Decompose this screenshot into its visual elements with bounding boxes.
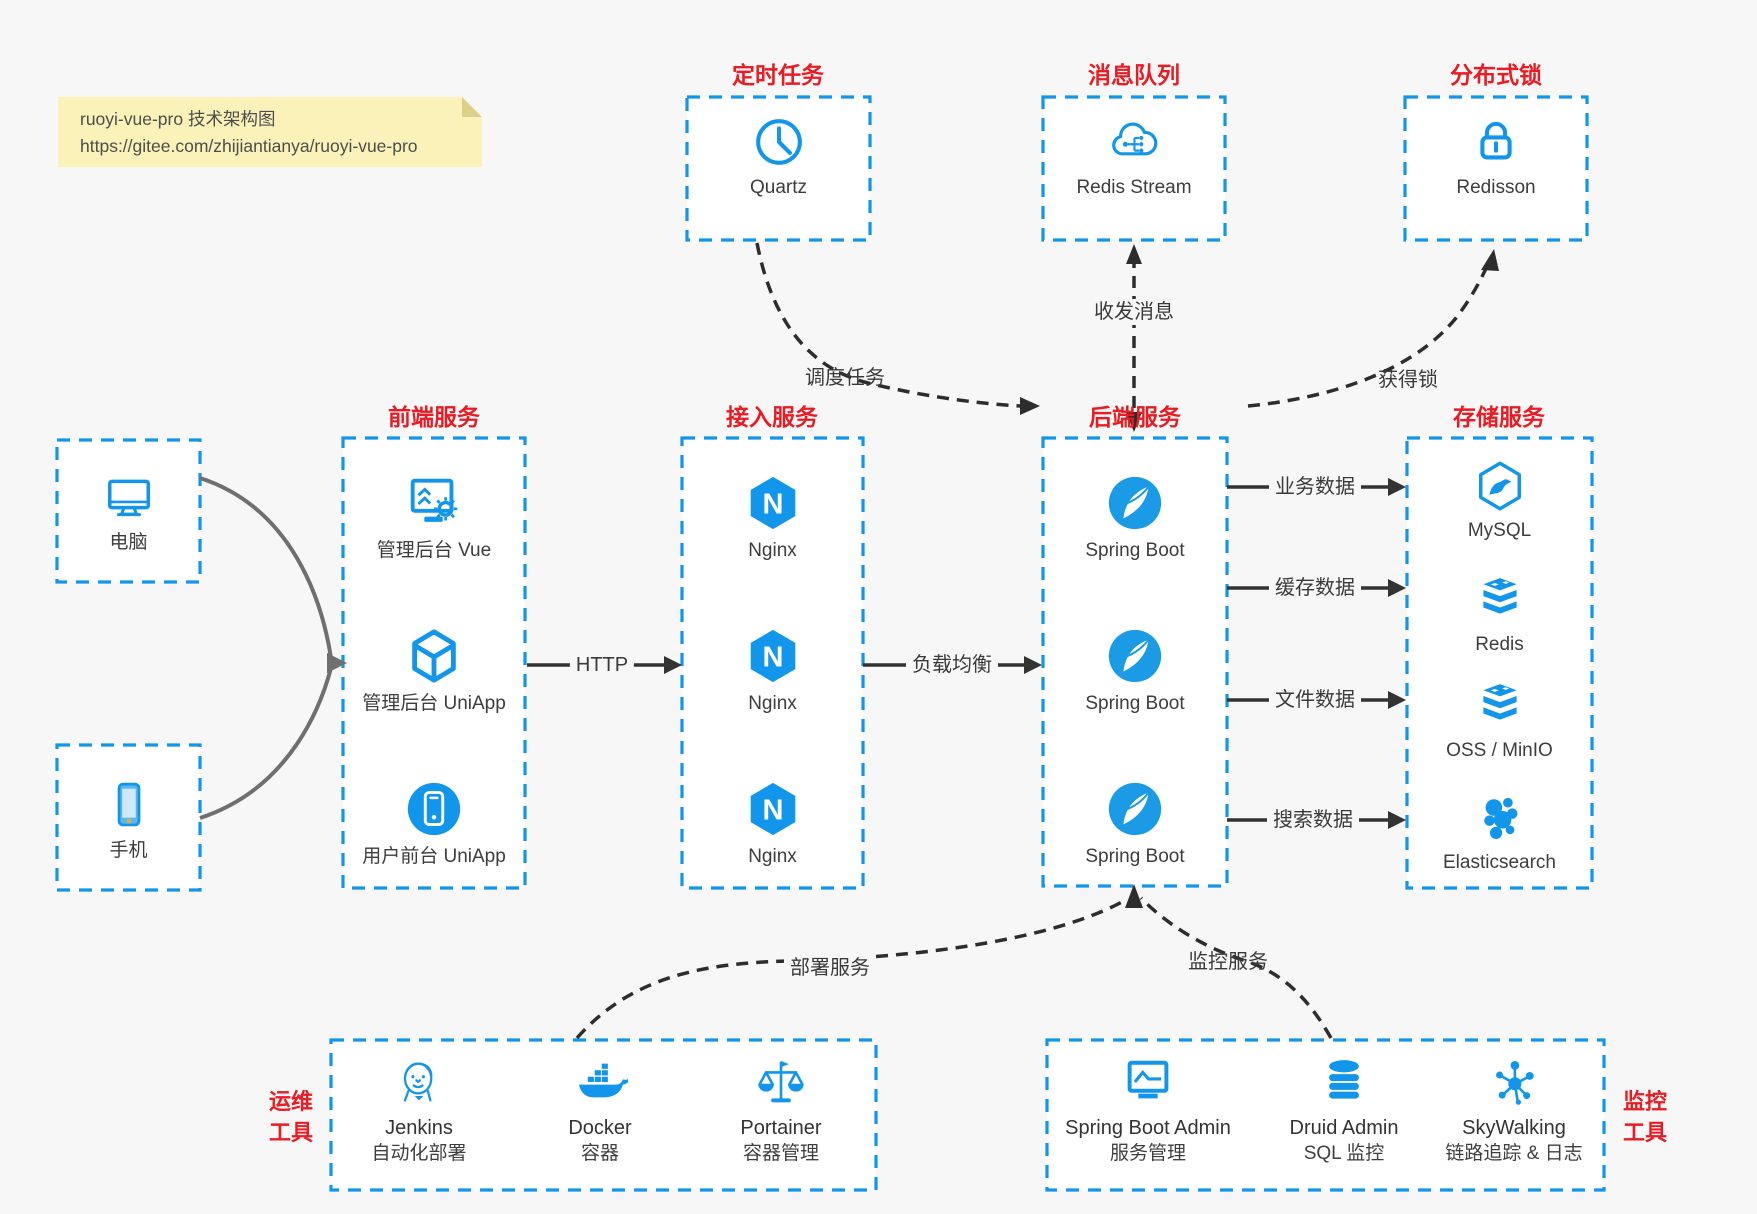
title-mq: 消息队列 [1088,62,1180,88]
lock-group-box [1403,95,1589,242]
node-redis: Redis [1407,572,1592,656]
skywalking-icon [1496,1061,1534,1105]
node-spring-3: Spring Boot [1043,778,1227,868]
title-backend: 后端服务 [1089,404,1181,430]
node-redis-stream: Redis Stream [1043,113,1225,199]
spring-boot-icon [1108,629,1162,683]
node-pc: 电脑 [57,470,200,554]
cloud-stream-icon [1112,122,1158,156]
label-cache-data: 缓存数据 [1269,575,1361,601]
title-gateway: 接入服务 [726,404,818,430]
elasticsearch-icon [1483,797,1517,839]
svg-text:N: N [762,642,783,674]
label-biz-data: 业务数据 [1269,474,1361,500]
label-deploy: 部署服务 [784,955,876,981]
node-druid-admin: Druid Admin SQL 监控 [1249,1054,1439,1166]
node-spring-boot-admin: Spring Boot Admin 服务管理 [1053,1054,1243,1166]
admin-vue-icon [410,478,458,522]
schedule-task-flow [755,242,1040,415]
node-oss-minio: OSS / MinIO [1407,678,1592,762]
acquire-lock-flow [1247,249,1499,408]
title-frontend: 前端服务 [388,404,480,430]
device-to-frontend-arrows [199,476,347,820]
desktop-icon [107,479,150,517]
node-admin-uniapp: 管理后台 UniApp [343,625,525,715]
node-jenkins: Jenkins 自动化部署 [334,1054,504,1166]
label-load-balance: 负载均衡 [906,652,998,678]
spring-boot-icon [1108,782,1162,836]
label-search-data: 搜索数据 [1267,807,1359,833]
cube-icon [412,629,456,683]
node-portainer: Portainer 容器管理 [696,1054,866,1166]
nginx-icon: N [750,476,795,530]
node-mysql: MySQL [1407,458,1592,542]
monitor-side-label: 监控 工具 [1622,1089,1667,1145]
jenkins-icon [403,1062,433,1102]
node-redisson: Redisson [1405,113,1587,199]
clock-icon [755,119,802,165]
node-skywalking: SkyWalking 链路追踪 & 日志 [1419,1054,1609,1166]
label-schedule-task: 调度任务 [805,367,885,389]
node-quartz: Quartz [687,113,870,199]
node-admin-vue: 管理后台 Vue [343,472,525,562]
title-storage: 存储服务 [1453,404,1545,430]
label-http: HTTP [569,652,635,678]
redis-icon [1482,578,1517,614]
label-file-data: 文件数据 [1269,687,1361,713]
node-spring-1: Spring Boot [1043,472,1227,562]
node-user-uniapp: 用户前台 UniApp [343,778,525,868]
note-text: ruoyi-vue-pro 技术架构图 https://gitee.com/zh… [58,97,482,167]
portainer-icon [758,1061,804,1103]
node-nginx-2: N Nginx [682,625,863,715]
node-nginx-3: N Nginx [682,778,863,868]
node-phone: 手机 [57,776,200,862]
sticky-note [58,97,482,167]
smartphone-icon [117,782,140,827]
title-lock: 分布式锁 [1450,62,1542,88]
label-message: 收发消息 [1088,299,1180,325]
ops-side-label: 运维 工具 [268,1089,313,1145]
nginx-icon: N [750,782,795,836]
message-flow [1126,244,1142,432]
label-monitor-svc: 监控服务 [1188,951,1268,973]
pc-box [55,438,202,584]
svg-text:N: N [762,795,783,827]
spring-boot-icon [1108,476,1162,530]
title-scheduler: 定时任务 [732,62,824,88]
node-docker: Docker 容器 [515,1054,685,1166]
node-spring-2: Spring Boot [1043,625,1227,715]
note-title: ruoyi-vue-pro 技术架构图 [80,109,276,129]
docker-icon [579,1063,628,1098]
node-elasticsearch: Elasticsearch [1407,790,1592,874]
note-url: https://gitee.com/zhijiantianya/ruoyi-vu… [80,136,418,156]
mq-group-box [1041,95,1227,242]
svg-text:N: N [762,489,783,521]
druid-icon [1329,1060,1359,1099]
lock-icon [1480,121,1512,160]
mysql-icon [1478,461,1521,511]
mobile-app-icon [407,782,461,836]
oss-minio-icon [1482,684,1517,720]
nginx-icon: N [750,629,795,683]
monitor-flow [1125,884,1333,1039]
spring-boot-admin-icon [1127,1060,1169,1099]
label-acquire-lock: 获得锁 [1378,369,1438,391]
node-nginx-1: N Nginx [682,472,863,562]
